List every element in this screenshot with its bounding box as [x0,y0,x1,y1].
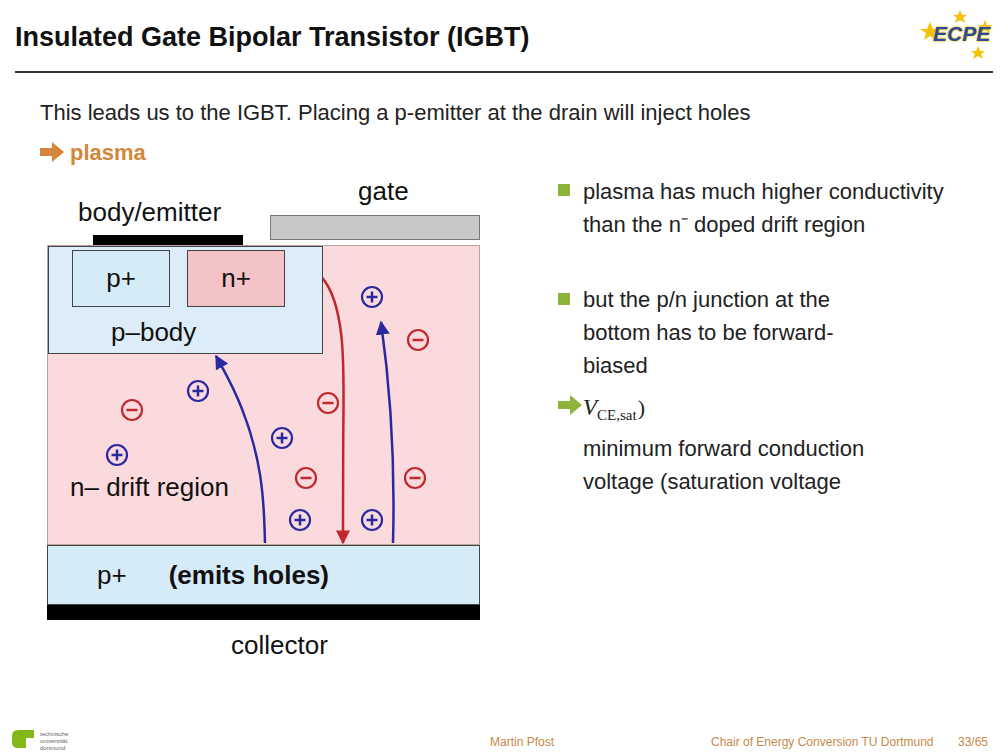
title-rule [15,71,993,73]
hole-symbol [272,428,292,448]
hole-path-arrow [216,356,265,543]
collector-contact: collector [47,605,480,620]
symbol-letter: V [583,395,597,420]
symbol-line: VCE,sat) [583,391,933,432]
arrow-symbol [558,395,582,415]
bullet-square [558,293,570,305]
region-label: p+ [106,263,136,294]
intro-text: This leads us to the IGBT. Placing a p-e… [40,96,750,129]
footer-author: Martin Pfost [490,735,554,749]
bullet-text: plasma has much higher conductivity than… [583,175,948,241]
electron-symbol [122,400,142,420]
slide-title: Insulated Gate Bipolar Transistor (IGBT) [15,21,530,53]
keyword: plasma [70,136,146,169]
electron-symbol [296,468,316,488]
gate-electrode: gate [270,215,480,240]
university-name: technische universität dortmund [40,731,92,752]
university-logo [12,730,34,748]
arrow-symbol [40,142,64,162]
electron-symbol [408,330,428,350]
n-plus-region: n+ [187,250,285,307]
hole-symbol [107,445,127,465]
hole-symbol [290,510,310,530]
region-label: n+ [221,263,251,294]
region-label: body/emitter [78,197,221,228]
drift-region-fill [47,245,480,545]
collector-p-layer: p+ (emits holes) [47,545,480,605]
electron-symbol [405,468,425,488]
region-label: p+ [97,560,127,591]
hole-path-arrow [381,322,394,543]
region-label: gate [358,176,409,207]
p-plus-region: p+ [72,250,170,307]
bullet-text: ) [638,395,645,420]
region-label: p–body [111,317,196,348]
hole-symbol [188,381,208,401]
hole-symbol [362,287,382,307]
bullet-square [558,184,570,196]
p-body-region: p–body p+ n+ [48,246,323,354]
footer-institution: Chair of Energy Conversion TU Dortmund [711,735,934,749]
bullet-text: VCE,sat)minimum forward conduction volta… [583,391,933,498]
region-label: (emits holes) [169,560,329,591]
page-number: 33/65 [958,735,988,749]
region-label: collector [231,630,328,661]
bullet-text: minimum forward conduction voltage (satu… [583,436,864,494]
region-label: n– drift region [70,472,229,503]
electron-symbol [318,393,338,413]
logo-text: ECPE [933,22,990,46]
drift-region: n– drift region p–body p+ n+ [47,245,480,545]
hole-symbol [362,510,382,530]
symbol-subscript: CE,sat [597,407,637,423]
logo-stars [920,10,992,59]
bullet-text: but the p/n junction at the bottom has t… [583,283,858,382]
